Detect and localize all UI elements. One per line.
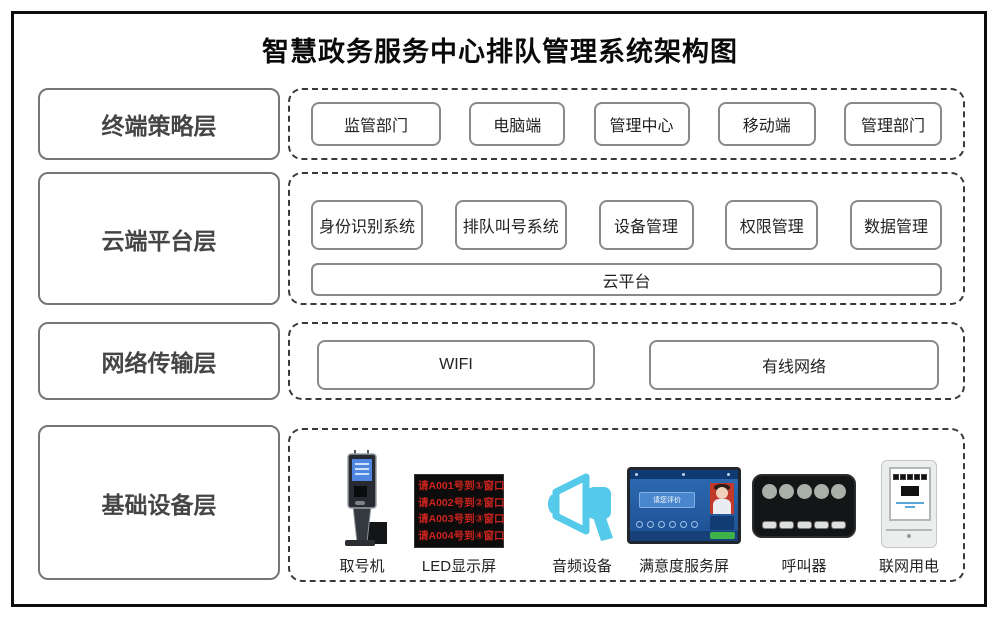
- ticket-kiosk-icon: [333, 448, 391, 548]
- node-pc-client: 电脑端: [469, 102, 566, 146]
- node-identity-recognition: 身份识别系统: [311, 200, 423, 250]
- led-text-line: 请A001号到①窗口: [418, 480, 505, 492]
- device-audio: 音频设备: [517, 448, 647, 576]
- node-wired-network: 有线网络: [649, 340, 939, 390]
- node-permission-management: 权限管理: [725, 200, 819, 250]
- node-data-management: 数据管理: [850, 200, 942, 250]
- device-label: 音频设备: [551, 558, 612, 575]
- node-mobile-client: 移动端: [717, 102, 816, 146]
- led-text-line: 请A002号到②窗口: [418, 496, 505, 509]
- device-label: LED显示屏: [421, 558, 497, 575]
- megaphone-icon: [545, 448, 619, 548]
- screen-header: [630, 470, 738, 479]
- layer-label-network-transport: 网络传输层: [38, 322, 280, 400]
- layer-group-terminal-strategy: 监管部门 电脑端 管理中心 移动端 管理部门: [288, 88, 965, 160]
- device-caller: 呼叫器: [739, 448, 869, 576]
- screen-footer: [630, 531, 738, 541]
- satisfaction-screen-icon: 请您评价: [627, 448, 741, 548]
- device-label: 满意度服务屏: [638, 558, 729, 575]
- diagram-title: 智慧政务服务中心排队管理系统架构图: [262, 37, 738, 67]
- device-label: 呼叫器: [781, 558, 827, 575]
- caller-icon: [752, 448, 856, 548]
- evaluate-prompt: 请您评价: [639, 492, 695, 508]
- led-text-line: 请A003号到③窗口: [418, 513, 505, 525]
- rating-buttons: [636, 521, 698, 528]
- layer-group-base-devices: 取号机 请A001号到①窗口 请A002号到②窗口 请A003号到③窗口 请A0…: [288, 428, 965, 582]
- power-meter-icon: [881, 448, 937, 548]
- layer-group-cloud-platform: 身份识别系统 排队叫号系统 设备管理 权限管理 数据管理 云平台: [288, 172, 965, 305]
- node-cloud-platform: 云平台: [311, 263, 942, 296]
- layer-label-terminal-strategy: 终端策略层: [38, 88, 280, 160]
- layer-group-network-transport: WIFI 有线网络: [288, 322, 965, 400]
- layer-label-cloud-platform: 云端平台层: [38, 172, 280, 305]
- node-management-dept: 管理部门: [844, 102, 942, 146]
- node-queue-calling: 排队叫号系统: [454, 200, 567, 250]
- node-management-center: 管理中心: [593, 102, 690, 146]
- node-device-management: 设备管理: [598, 200, 694, 250]
- confirm-button-shape: [710, 532, 735, 539]
- device-label: 联网用电: [878, 558, 939, 575]
- node-supervision-dept: 监管部门: [311, 102, 441, 146]
- clerk-info-panel: [710, 516, 734, 530]
- device-ticket-kiosk: 取号机: [297, 448, 427, 576]
- led-display-icon: 请A001号到①窗口 请A002号到②窗口 请A003号到③窗口 请A004号到…: [414, 448, 505, 548]
- device-label: 取号机: [339, 558, 385, 575]
- device-network-power: 联网用电: [844, 448, 974, 576]
- device-led-display: 请A001号到①窗口 请A002号到②窗口 请A003号到③窗口 请A004号到…: [394, 448, 524, 576]
- layer-label-base-devices: 基础设备层: [38, 425, 280, 580]
- clerk-photo: [710, 483, 734, 514]
- node-wifi: WIFI: [317, 340, 595, 390]
- device-satisfaction-screen: 请您评价 满意度服务屏: [619, 448, 749, 576]
- led-text-line: 请A004号到④窗口: [418, 529, 505, 542]
